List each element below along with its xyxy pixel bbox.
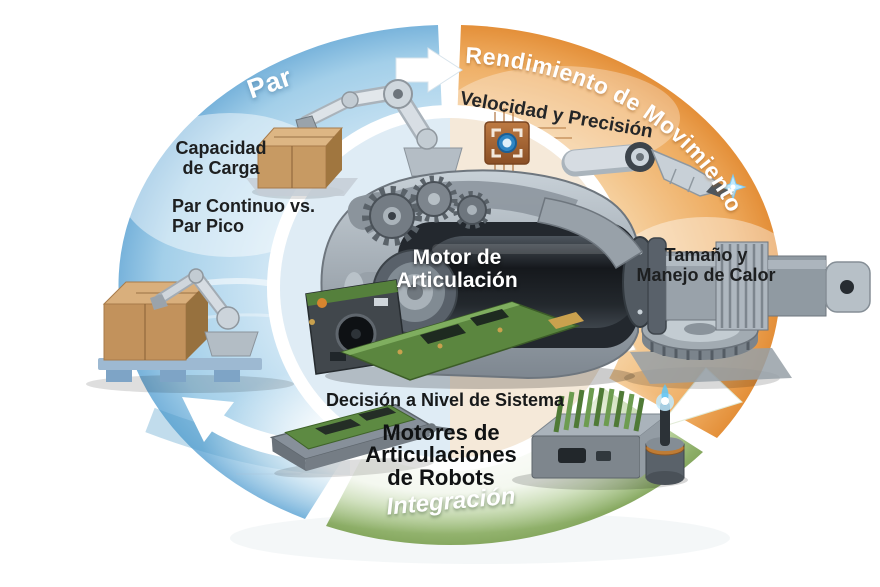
center-motor-line1: Motor de xyxy=(412,246,502,269)
main-title: Motores de Articulaciones de Robots xyxy=(329,420,553,490)
center-motor-label: Motor de Articulación xyxy=(372,246,542,292)
continuous-vs-peak-line2: Par Pico xyxy=(172,216,245,237)
gear-stack xyxy=(347,175,491,246)
robot-arm-pallet-icon xyxy=(86,268,294,393)
size-heat-label: Tamaño y Manejo de Calor xyxy=(624,245,788,285)
main-title-line1: Motores de xyxy=(382,420,500,445)
load-capacity-line1: Capacidad xyxy=(175,138,267,158)
size-heat-line1: Tamaño y xyxy=(664,245,748,265)
sparkle-icon xyxy=(719,173,747,201)
robot-arm-lifting-box-icon xyxy=(246,79,463,199)
joint-motor-illustration xyxy=(305,169,871,389)
main-title-line2: Articulaciones xyxy=(365,442,517,468)
drive-pcb xyxy=(305,279,584,381)
load-capacity-line2: de Carga xyxy=(182,158,260,179)
continuous-vs-peak-line1: Par Continuo vs. xyxy=(172,196,316,216)
main-title-line3: de Robots xyxy=(387,464,495,490)
size-heat-line2: Manejo de Calor xyxy=(636,265,776,286)
load-capacity-label: Capacidad de Carga xyxy=(164,138,278,178)
motor-controller-board-icon xyxy=(269,403,454,478)
heatsink-driver-icon xyxy=(512,384,688,490)
chip-icon xyxy=(484,108,530,178)
output-shaft xyxy=(647,237,871,335)
continuous-vs-peak-label: Par Continuo vs. Par Pico xyxy=(172,196,332,236)
cycle-arrow-bottomright-icon xyxy=(656,367,743,429)
center-motor-line2: Articulación xyxy=(396,269,518,293)
system-decision-label: Decisión a Nivel de Sistema xyxy=(325,390,565,410)
robot-finger-icon xyxy=(561,142,747,201)
